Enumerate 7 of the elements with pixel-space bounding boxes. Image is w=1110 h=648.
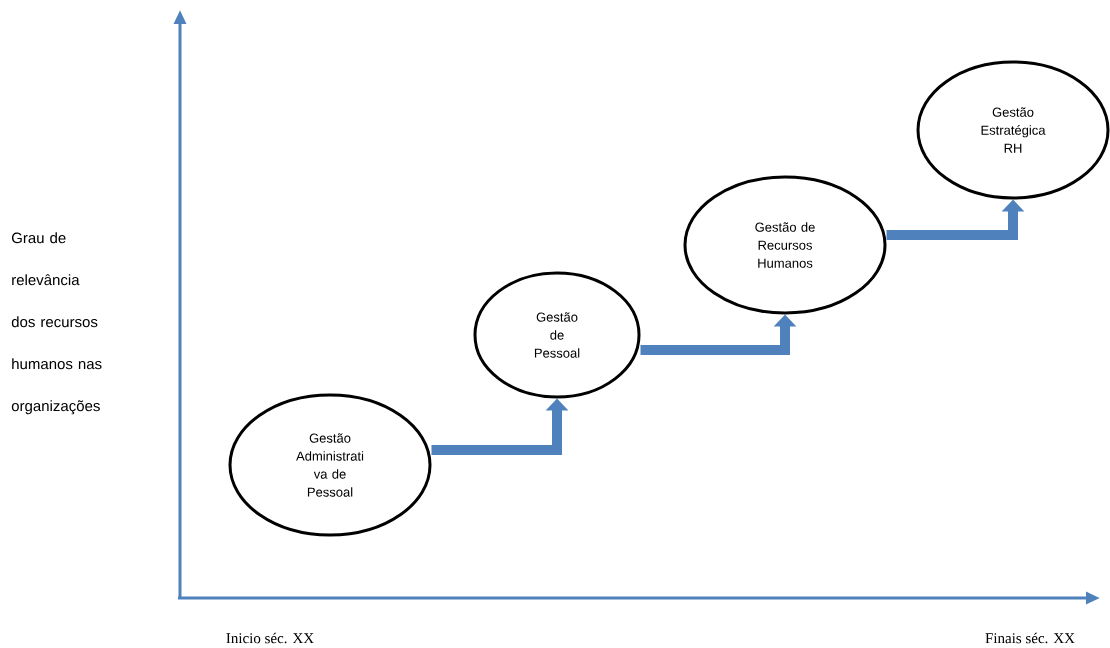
axis-title: Grau de relevância dos recursos humanos nas organizações (11, 232, 102, 415)
ellipse-node: Gestão de Pessoal (473, 271, 641, 399)
ellipse-node: Gestão Estratégica RH (916, 60, 1110, 200)
axis-label: Inicio séc. XX (226, 632, 314, 644)
ellipse-node: Gestão Administrati va de Pessoal (228, 393, 432, 537)
axis-label: Finais séc. XX (985, 632, 1075, 644)
ellipse-node: Gestão de Recursos Humanos (683, 175, 887, 315)
